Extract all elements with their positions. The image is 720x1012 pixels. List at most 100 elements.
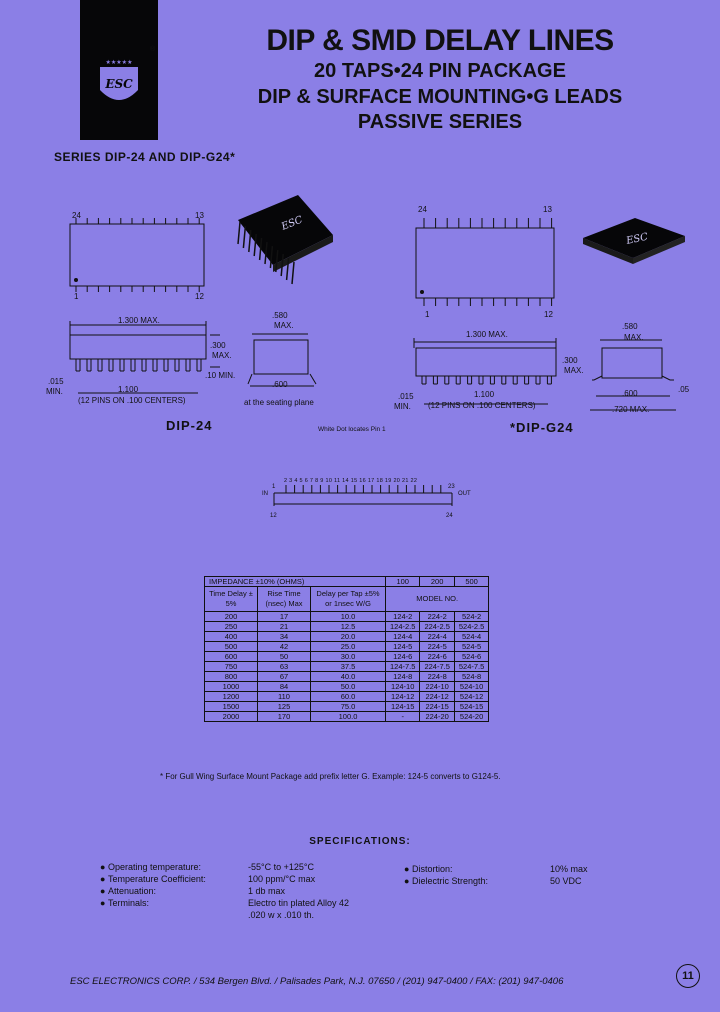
subtitle-taps: 20 TAPS•24 PIN PACKAGE [314, 60, 566, 82]
model-no-header: MODEL NO. [384, 586, 490, 612]
dipg24-lead-span: .600 [622, 389, 638, 398]
table-cell: 524-10 [453, 681, 490, 692]
table-cell: 750 [204, 661, 258, 672]
table-cell: 524-7.5 [453, 661, 490, 672]
dipg24-pin12: 12 [544, 310, 553, 319]
impedance-200: 200 [419, 576, 455, 587]
table-cell: 170 [257, 711, 311, 722]
spec-value-distortion: 10% max [550, 864, 588, 874]
page-title: DIP & SMD DELAY LINES [266, 24, 614, 57]
dipg24-pin13: 13 [543, 205, 552, 214]
table-cell: 224-2.5 [419, 621, 455, 632]
dipg24-pin24: 24 [418, 205, 427, 214]
table-cell: 124-4 [384, 631, 421, 642]
input-pin: 1 [272, 484, 276, 490]
output-pin: 23 [448, 484, 455, 490]
impedance-100: 100 [384, 576, 421, 587]
dip24-pin1: 1 [74, 292, 79, 301]
table-cell: 10.0 [310, 611, 386, 622]
table-cell: 524-15 [453, 701, 490, 712]
ground-left: 12 [270, 513, 277, 519]
pin1-dot-note: White Dot locates Pin 1 [318, 426, 386, 433]
model-table-wrap: IMPEDANCE ±10% (OHMS) 100 200 500 Time D… [204, 576, 490, 722]
gull-wing-footnote: * For Gull Wing Surface Mount Package ad… [160, 772, 501, 781]
dip24-chip-drawing: ESC [237, 195, 333, 285]
dipg24-end-view [588, 318, 688, 418]
svg-text:ESC: ESC [624, 232, 649, 248]
dipg24-width: .580 [622, 322, 638, 331]
dip24-top-view [66, 212, 216, 298]
table-cell: 224-12 [419, 691, 455, 702]
dip24-height-max: MAX. [212, 351, 232, 360]
page-number: 11 [676, 964, 700, 988]
table-cell: 224-6 [419, 651, 455, 662]
dip24-pin13: 13 [195, 211, 204, 220]
table-cell: 63 [257, 661, 311, 672]
dipg24-title: *DIP-G24 [510, 420, 574, 435]
table-cell: 37.5 [310, 661, 386, 672]
spec-bullet-3: ● [100, 886, 106, 896]
dipg24-overall-width: .720 MAX. [612, 405, 650, 414]
registered-mark: ® [150, 46, 156, 53]
dipg24-top-view [410, 210, 560, 310]
table-cell: 400 [204, 631, 258, 642]
dip24-standoff: .10 MIN. [205, 371, 236, 380]
table-cell: 224-4 [419, 631, 455, 642]
subtitle-mounting: DIP & SURFACE MOUNTING•G LEADS [257, 86, 623, 108]
spec-value-tempco: 100 ppm/°C max [248, 874, 316, 884]
dipg24-width-max: MAX. [624, 333, 644, 342]
subtitle-series: PASSIVE SERIES [357, 111, 523, 133]
svg-text:★★★★★: ★★★★★ [106, 59, 133, 66]
spec-value-terminals: Electro tin plated Alloy 42 [248, 898, 350, 908]
table-cell: 30.0 [310, 651, 386, 662]
spec-bullet-4: ● [100, 898, 106, 908]
table-cell: - [384, 711, 421, 722]
spec-value-operating: -55°C to +125°C [248, 862, 314, 872]
table-cell: 40.0 [310, 671, 386, 682]
table-cell: 224-2 [419, 611, 455, 622]
table-cell: 84 [257, 681, 311, 692]
table-cell: 17 [257, 611, 311, 622]
table-cell: 124-12 [384, 691, 421, 702]
table-cell: 524-6 [453, 651, 490, 662]
table-cell: 42 [257, 641, 311, 652]
col-delay-per-tap: Delay per Tap ±5% or 1nsec W/G [310, 586, 386, 612]
dip24-end-drawing [247, 333, 317, 387]
table-cell: 524-2 [453, 611, 490, 622]
dipg24-pins-centers: (12 PINS ON .100 CENTERS) [428, 401, 536, 410]
series-label: SERIES DIP-24 AND DIP-G24* [54, 150, 236, 164]
spec-label-dielectric: Dielectric Strength: [412, 876, 489, 886]
table-cell: 124-7.5 [384, 661, 421, 672]
table-cell: 20.0 [310, 631, 386, 642]
table-cell: 1500 [204, 701, 258, 712]
table-cell: 110 [257, 691, 311, 702]
table-cell: 250 [204, 621, 258, 632]
company-footer: ESC ELECTRONICS CORP. / 534 Bergen Blvd.… [70, 976, 564, 987]
table-cell: 524-20 [453, 711, 490, 722]
svg-text:ESC: ESC [104, 77, 133, 91]
table-cell: 124-5 [384, 641, 421, 652]
dip24-pin12: 12 [195, 292, 204, 301]
spec-value-terminal-size: .020 w x .010 th. [248, 910, 315, 920]
table-cell: 34 [257, 631, 311, 642]
col-rise-time: Rise Time (nsec) Max [257, 586, 311, 612]
output-label: OUT [458, 491, 471, 497]
dipg24-pin1: 1 [425, 310, 430, 319]
dipg24-chip-image: ESC [575, 208, 695, 278]
dip24-title: DIP-24 [166, 418, 213, 433]
spec-label-attenuation: Attenuation: [108, 886, 157, 896]
dipg24-pitch: 1.100 [474, 390, 495, 399]
dipg24-min2: MIN. [394, 402, 411, 411]
dipg24-end-drawing [590, 339, 676, 411]
table-cell: 50.0 [310, 681, 386, 692]
table-cell: 524-8 [453, 671, 490, 682]
table-cell: 224-8 [419, 671, 455, 682]
impedance-header: IMPEDANCE ±10% (OHMS) [204, 576, 386, 587]
table-cell: 60.0 [310, 691, 386, 702]
